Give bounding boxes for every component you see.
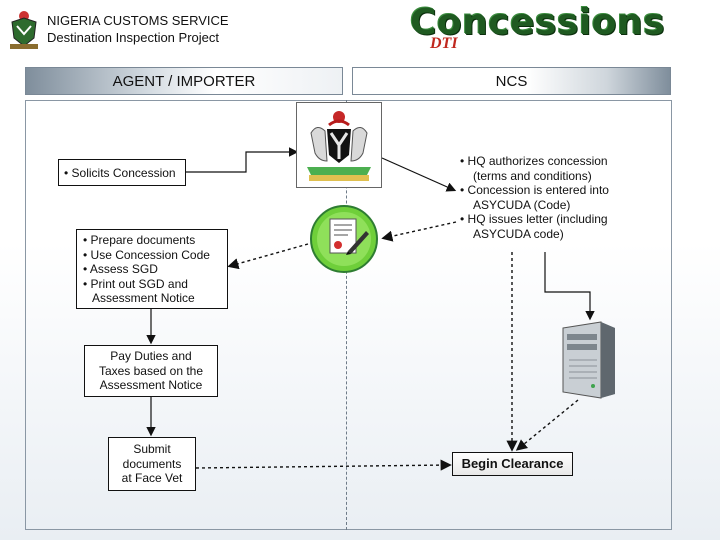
step-hq-authorizes: • HQ authorizes concession (terms and co… [456, 150, 626, 252]
prepare-line: • Use Concession Code [83, 247, 210, 262]
customs-emblem-icon [6, 8, 42, 52]
pay-line: Taxes based on the [98, 363, 204, 378]
server-icon [557, 320, 619, 400]
nigeria-coat-of-arms-icon [296, 102, 382, 188]
hq-line: (terms and conditions) [473, 168, 592, 183]
step-submit-documents: Submit documents at Face Vet [108, 437, 196, 491]
hq-line: • Concession is entered into [460, 183, 609, 197]
lane-header-ncs: NCS [352, 67, 671, 95]
step-solicits-concession: • Solicits Concession [58, 159, 186, 186]
submit-line: at Face Vet [121, 471, 183, 486]
submit-line: Submit [133, 442, 171, 457]
hq-line: • HQ authorizes concession [460, 154, 608, 168]
step-solicits-label: • Solicits Concession [64, 166, 176, 180]
prepare-line: Assessment Notice [92, 291, 195, 305]
swimlane-area [25, 100, 672, 530]
org-name: NIGERIA CUSTOMS SERVICE [47, 13, 229, 28]
brand-logo: Concessions DTI [410, 2, 670, 54]
brand-subtitle: DTI [430, 35, 458, 52]
organization-title: NIGERIA CUSTOMS SERVICE Destination Insp… [47, 12, 229, 46]
hq-line: ASYCUDA code) [473, 226, 564, 241]
step-begin-clearance: Begin Clearance [452, 452, 573, 476]
prepare-line: • Prepare documents [83, 233, 196, 247]
hq-line: • HQ issues letter (including [460, 212, 608, 226]
begin-clearance-label: Begin Clearance [461, 455, 564, 471]
signed-certificate-icon [308, 203, 382, 275]
project-name: Destination Inspection Project [47, 30, 219, 45]
submit-line: documents [122, 456, 182, 471]
pay-line: Pay Duties and [110, 349, 192, 364]
pay-line: Assessment Notice [99, 378, 203, 393]
prepare-line: • Assess SGD [83, 262, 158, 276]
lane-divider [346, 100, 347, 530]
brand-title: Concessions [410, 2, 666, 43]
lane-header-agent: AGENT / IMPORTER [25, 67, 343, 95]
prepare-line: • Print out SGD and [83, 276, 188, 291]
step-prepare-documents: • Prepare documents • Use Concession Cod… [76, 229, 228, 309]
hq-line: ASYCUDA (Code) [473, 197, 571, 212]
step-pay-duties: Pay Duties and Taxes based on the Assess… [84, 345, 218, 397]
